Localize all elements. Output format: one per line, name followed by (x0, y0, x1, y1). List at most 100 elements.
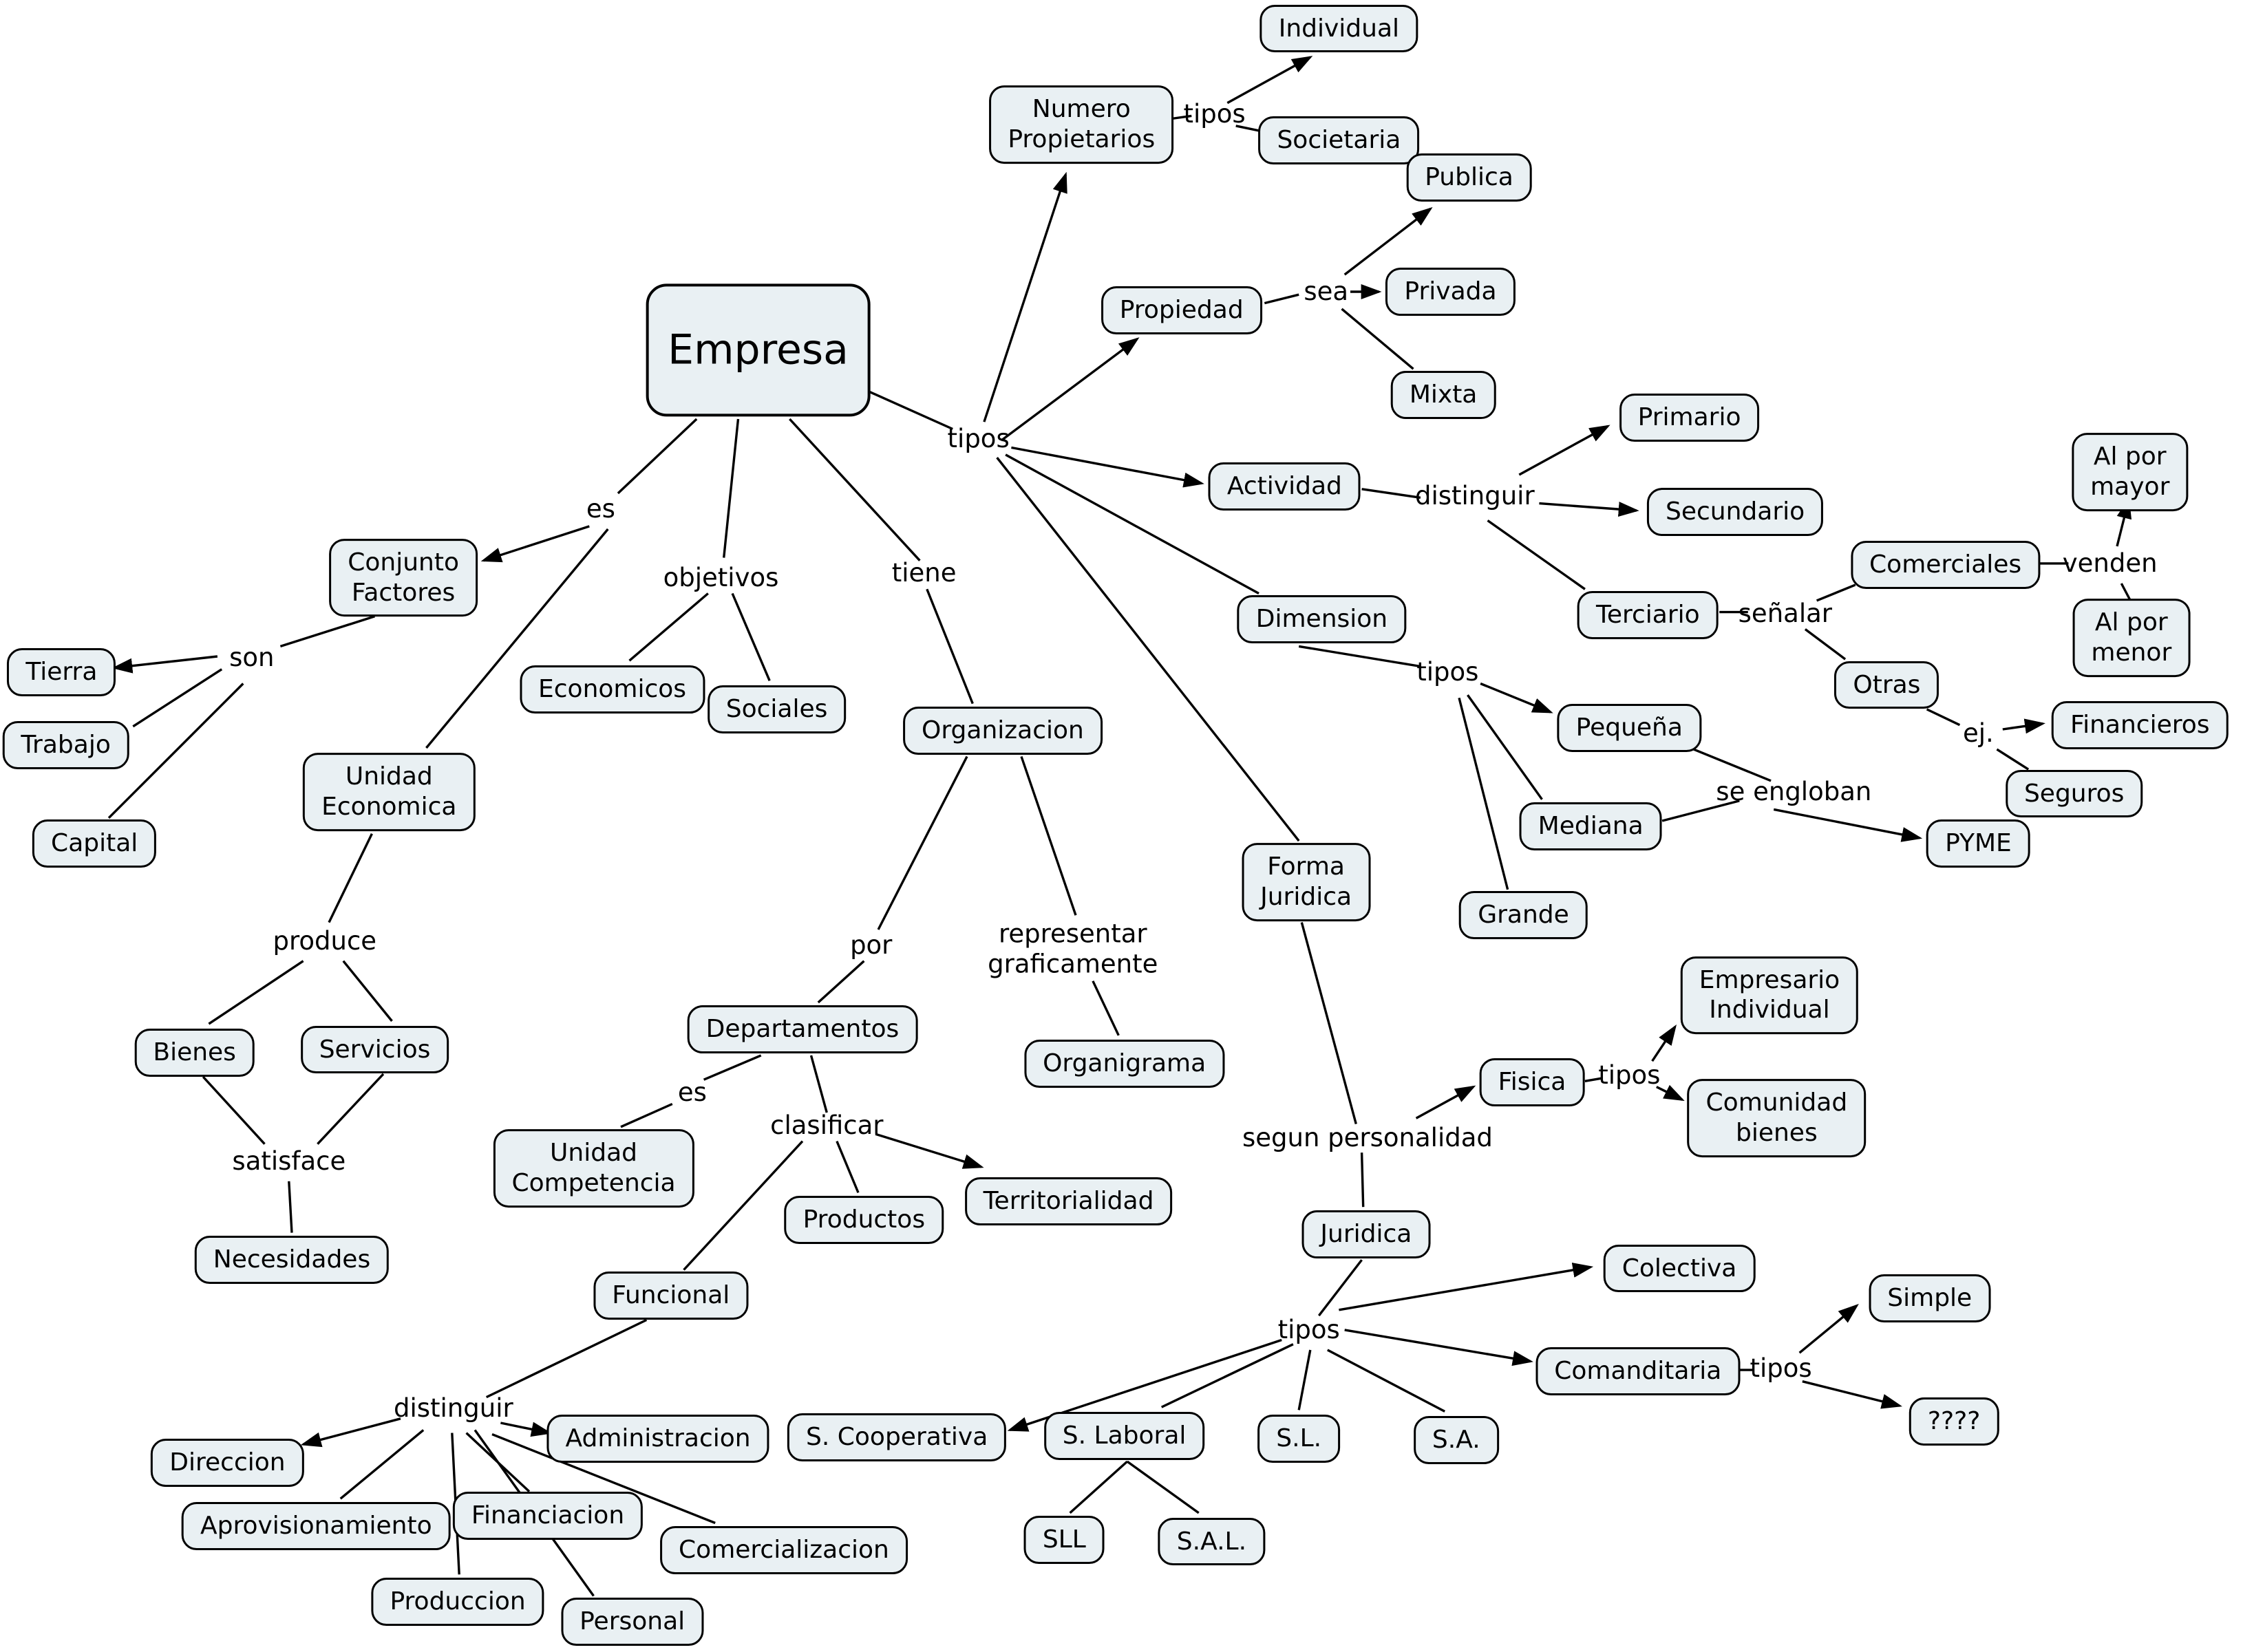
node-personal[interactable]: Personal (561, 1597, 704, 1646)
node-empresario_individual[interactable]: Empresario Individual (1680, 956, 1859, 1035)
link-label-segun_personalidad[interactable]: segun personalidad (1242, 1123, 1493, 1153)
node-empresa[interactable]: Empresa (646, 283, 871, 417)
node-sl[interactable]: S.L. (1257, 1414, 1341, 1463)
node-dimension[interactable]: Dimension (1237, 594, 1407, 643)
connector-line (1344, 1329, 1533, 1366)
connector-line (485, 1318, 648, 1399)
connector-line (1656, 1084, 1685, 1102)
node-necesidades[interactable]: Necesidades (194, 1236, 390, 1285)
node-conjunto_factores[interactable]: Conjunto Factores (329, 538, 478, 617)
node-s_laboral[interactable]: S. Laboral (1043, 1411, 1205, 1460)
connector-line (202, 1075, 266, 1145)
node-departamentos[interactable]: Departamentos (687, 1005, 918, 1054)
connector-line (500, 1422, 553, 1437)
link-label-tiene[interactable]: tiene (891, 558, 957, 588)
node-sll[interactable]: SLL (1023, 1516, 1105, 1565)
link-label-satisface[interactable]: satisface (232, 1146, 346, 1176)
node-fisica[interactable]: Fisica (1479, 1058, 1585, 1107)
node-productos[interactable]: Productos (784, 1195, 944, 1244)
node-direccion[interactable]: Direccion (151, 1439, 304, 1488)
link-label-distinguir_act[interactable]: distinguir (1414, 481, 1535, 511)
connector-line (1300, 922, 1357, 1125)
link-label-tipos_np[interactable]: tipos (1183, 99, 1246, 129)
node-mediana[interactable]: Mediana (1519, 802, 1662, 851)
node-sociales[interactable]: Sociales (707, 685, 847, 733)
node-financiacion[interactable]: Financiacion (452, 1492, 644, 1541)
link-label-clasificar[interactable]: clasificar (770, 1110, 884, 1140)
node-financieros[interactable]: Financieros (2052, 700, 2229, 749)
link-label-distinguir_func[interactable]: distinguir (393, 1393, 513, 1424)
node-primario[interactable]: Primario (1619, 393, 1760, 442)
link-label-se_engloban[interactable]: se engloban (1716, 777, 1872, 807)
link-label-por[interactable]: por (850, 930, 893, 960)
node-unidad_competencia[interactable]: Unidad Competencia (493, 1129, 694, 1208)
node-al_por_menor[interactable]: Al por menor (2072, 599, 2191, 677)
link-label-son[interactable]: son (229, 642, 275, 672)
node-bienes[interactable]: Bienes (134, 1028, 255, 1077)
node-terciario[interactable]: Terciario (1577, 590, 1719, 639)
link-label-produce[interactable]: produce (273, 925, 377, 956)
node-publica[interactable]: Publica (1406, 153, 1532, 202)
link-label-tipos_fis[interactable]: tipos (1598, 1060, 1661, 1090)
connector-line (1804, 628, 1847, 661)
connector-line (1480, 682, 1553, 714)
node-pyme[interactable]: PYME (1926, 819, 2030, 868)
node-al_por_mayor[interactable]: Al por mayor (2072, 432, 2189, 511)
node-comerciales[interactable]: Comerciales (1851, 541, 2041, 589)
connector-line (817, 960, 865, 1004)
connector-line (983, 171, 1067, 422)
link-label-senalar[interactable]: señalar (1738, 598, 1832, 628)
node-interrogantes[interactable]: ???? (1909, 1397, 1999, 1446)
link-label-tipos_com[interactable]: tipos (1750, 1353, 1812, 1383)
node-privada[interactable]: Privada (1385, 268, 1516, 316)
connector-line (1926, 708, 1961, 727)
link-label-objetivos[interactable]: objetivos (663, 562, 779, 592)
link-label-tipos_dim[interactable]: tipos (1416, 656, 1479, 687)
node-otras[interactable]: Otras (1834, 661, 1939, 709)
node-individual[interactable]: Individual (1259, 4, 1418, 53)
node-grande[interactable]: Grande (1459, 891, 1588, 940)
node-colectiva[interactable]: Colectiva (1603, 1244, 1756, 1293)
node-seguros[interactable]: Seguros (2005, 769, 2143, 818)
node-numero_propietarios[interactable]: Numero Propietarios (989, 85, 1174, 164)
node-funcional[interactable]: Funcional (593, 1272, 749, 1320)
node-simple[interactable]: Simple (1869, 1274, 1991, 1323)
link-label-representar[interactable]: representar graficamente (988, 919, 1158, 980)
node-pequena[interactable]: Pequeña (1557, 703, 1701, 752)
link-label-venden[interactable]: venden (2062, 548, 2158, 578)
node-s_cooperativa[interactable]: S. Cooperativa (787, 1413, 1007, 1461)
node-administracion[interactable]: Administracion (546, 1414, 769, 1463)
node-organizacion[interactable]: Organizacion (903, 707, 1103, 755)
connector-line (1693, 748, 1772, 782)
node-economicos[interactable]: Economicos (520, 665, 705, 714)
node-aprovisionamiento[interactable]: Aprovisionamiento (181, 1501, 451, 1550)
node-organigrama[interactable]: Organigrama (1024, 1040, 1225, 1088)
node-mixta[interactable]: Mixta (1390, 370, 1496, 419)
node-forma_juridica[interactable]: Forma Juridica (1242, 843, 1371, 922)
link-label-es_dept[interactable]: es (677, 1077, 707, 1107)
node-juridica[interactable]: Juridica (1301, 1210, 1431, 1258)
node-tierra[interactable]: Tierra (7, 647, 116, 696)
node-unidad_economica[interactable]: Unidad Economica (303, 753, 476, 832)
connector-line (628, 592, 709, 662)
link-label-ej[interactable]: ej. (1963, 718, 1994, 749)
link-label-sea[interactable]: sea (1304, 276, 1349, 306)
link-label-tipos_main[interactable]: tipos (947, 423, 1010, 453)
node-trabajo[interactable]: Trabajo (2, 720, 129, 769)
node-actividad[interactable]: Actividad (1208, 462, 1361, 511)
node-comercializacion[interactable]: Comercializacion (660, 1526, 908, 1574)
node-produccion[interactable]: Produccion (371, 1577, 544, 1626)
connector-line (1011, 446, 1204, 488)
link-label-tipos_jur[interactable]: tipos (1277, 1314, 1340, 1344)
node-secundario[interactable]: Secundario (1647, 488, 1824, 537)
node-capital[interactable]: Capital (32, 819, 157, 868)
node-comanditaria[interactable]: Comanditaria (1535, 1347, 1741, 1396)
node-societaria[interactable]: Societaria (1258, 116, 1420, 164)
link-label-es_main[interactable]: es (586, 493, 615, 524)
node-sa[interactable]: S.A. (1413, 1415, 1499, 1464)
node-servicios[interactable]: Servicios (300, 1025, 449, 1074)
node-sal[interactable]: S.A.L. (1158, 1517, 1266, 1566)
node-comunidad_bienes[interactable]: Comunidad bienes (1687, 1079, 1867, 1158)
node-territorialidad[interactable]: Territorialidad (964, 1177, 1173, 1225)
node-propiedad[interactable]: Propiedad (1101, 286, 1262, 334)
